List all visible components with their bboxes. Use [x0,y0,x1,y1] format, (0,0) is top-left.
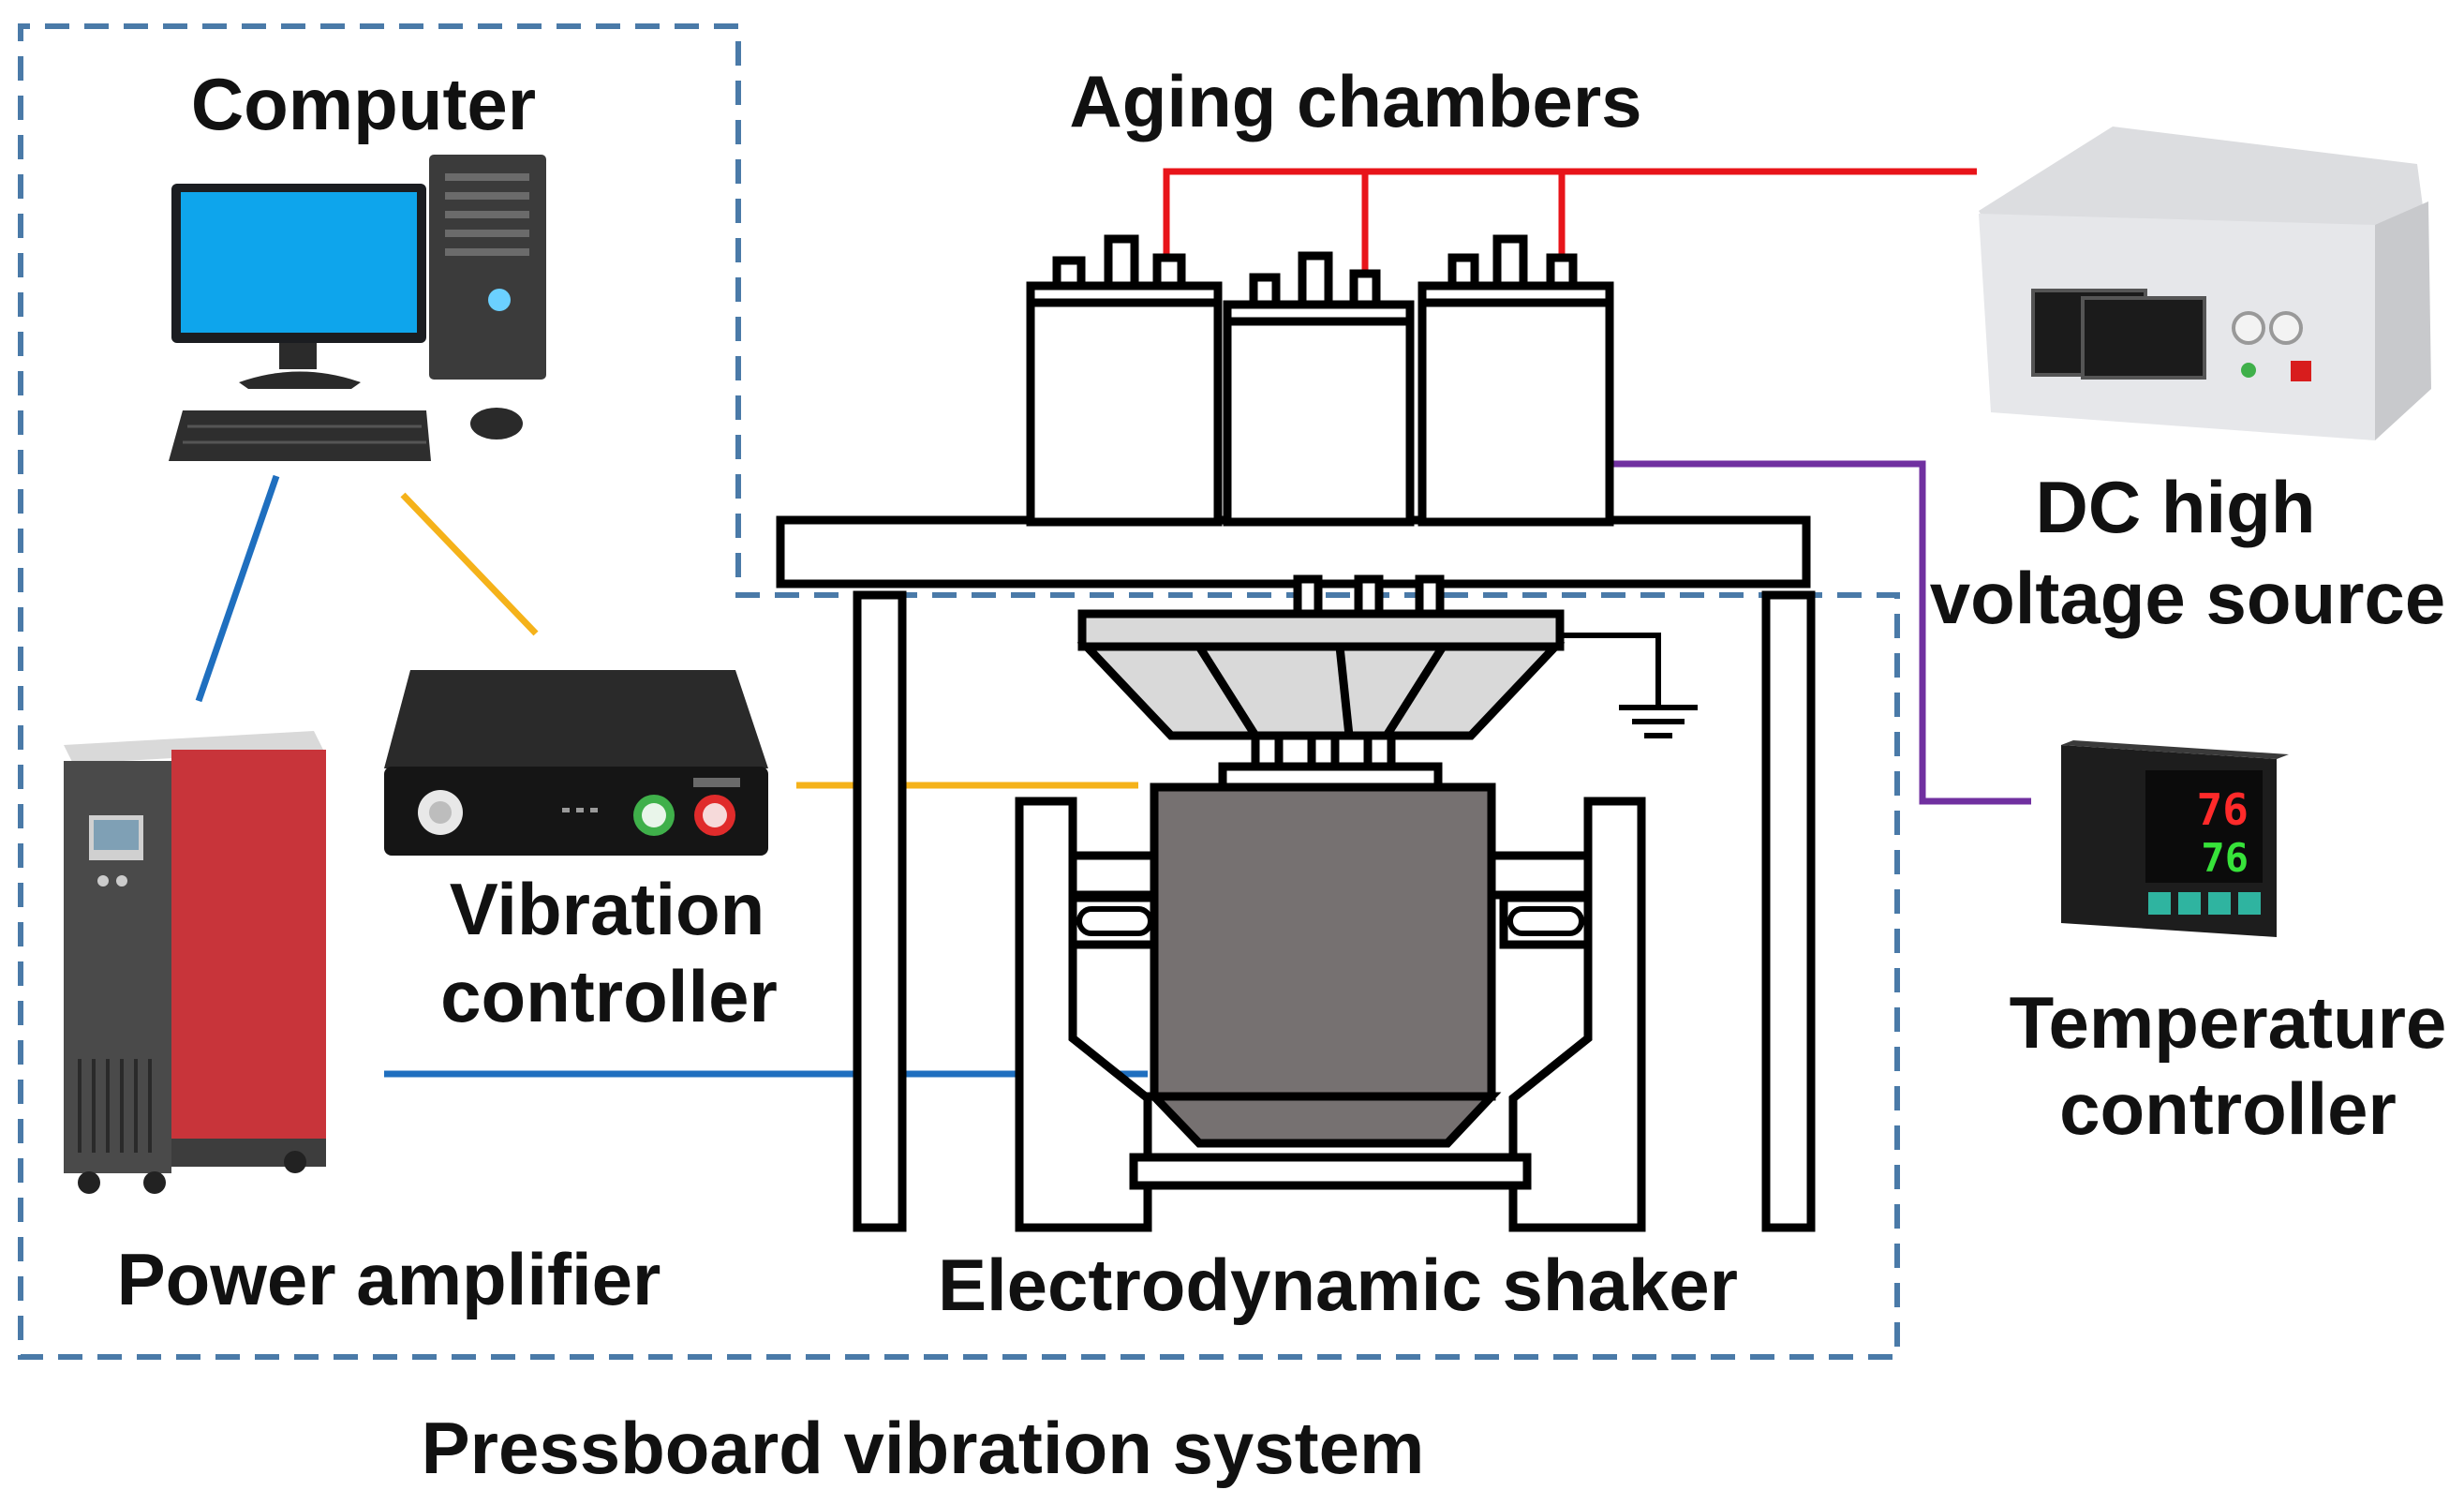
label-power-amplifier: Power amplifier [117,1238,661,1320]
electrodynamic-shaker [1015,609,1646,1232]
label-system-name: Pressboard vibration system [422,1407,1425,1489]
shaker-body [1150,782,1496,1101]
label-vibration-controller-line1: Vibration [450,868,765,950]
aging-chamber-2 [1223,251,1415,527]
label-computer: Computer [191,63,536,145]
label-dc-source-line1: DC high [2036,466,2316,548]
temperature-lower-readout: 76 [2201,835,2249,881]
aging-chamber-3 [1418,234,1614,527]
temperature-upper-readout: 76 [2197,784,2249,835]
label-vibration-controller-line2: controller [440,955,778,1037]
dc-high-voltage-source-icon [1979,127,2431,440]
hv-wires [1163,168,1977,274]
control-wire-computer [400,492,539,636]
label-electrodynamic-shaker: Electrodynamic shaker [938,1244,1738,1326]
aging-chamber-1 [1026,234,1223,527]
label-temperature-controller-line1: Temperature [2010,981,2447,1064]
label-dc-source-line2: voltage source [1930,557,2446,639]
label-temperature-controller-line2: controller [2059,1067,2397,1150]
system-boundary-dashed [18,23,1900,1360]
label-aging-chambers: Aging chambers [1069,60,1641,142]
thermocouple-wire [1611,460,2031,805]
aging-chambers [1026,234,1614,527]
ground-symbol-icon [1560,633,1698,738]
power-amplifier-icon [64,731,326,1194]
shaker-stand [776,515,1816,1232]
computer-icon [169,155,546,461]
temperature-controller-icon: 76 76 [2061,740,2289,937]
signal-wire-computer [195,474,280,703]
vibration-controller-icon [384,670,768,856]
